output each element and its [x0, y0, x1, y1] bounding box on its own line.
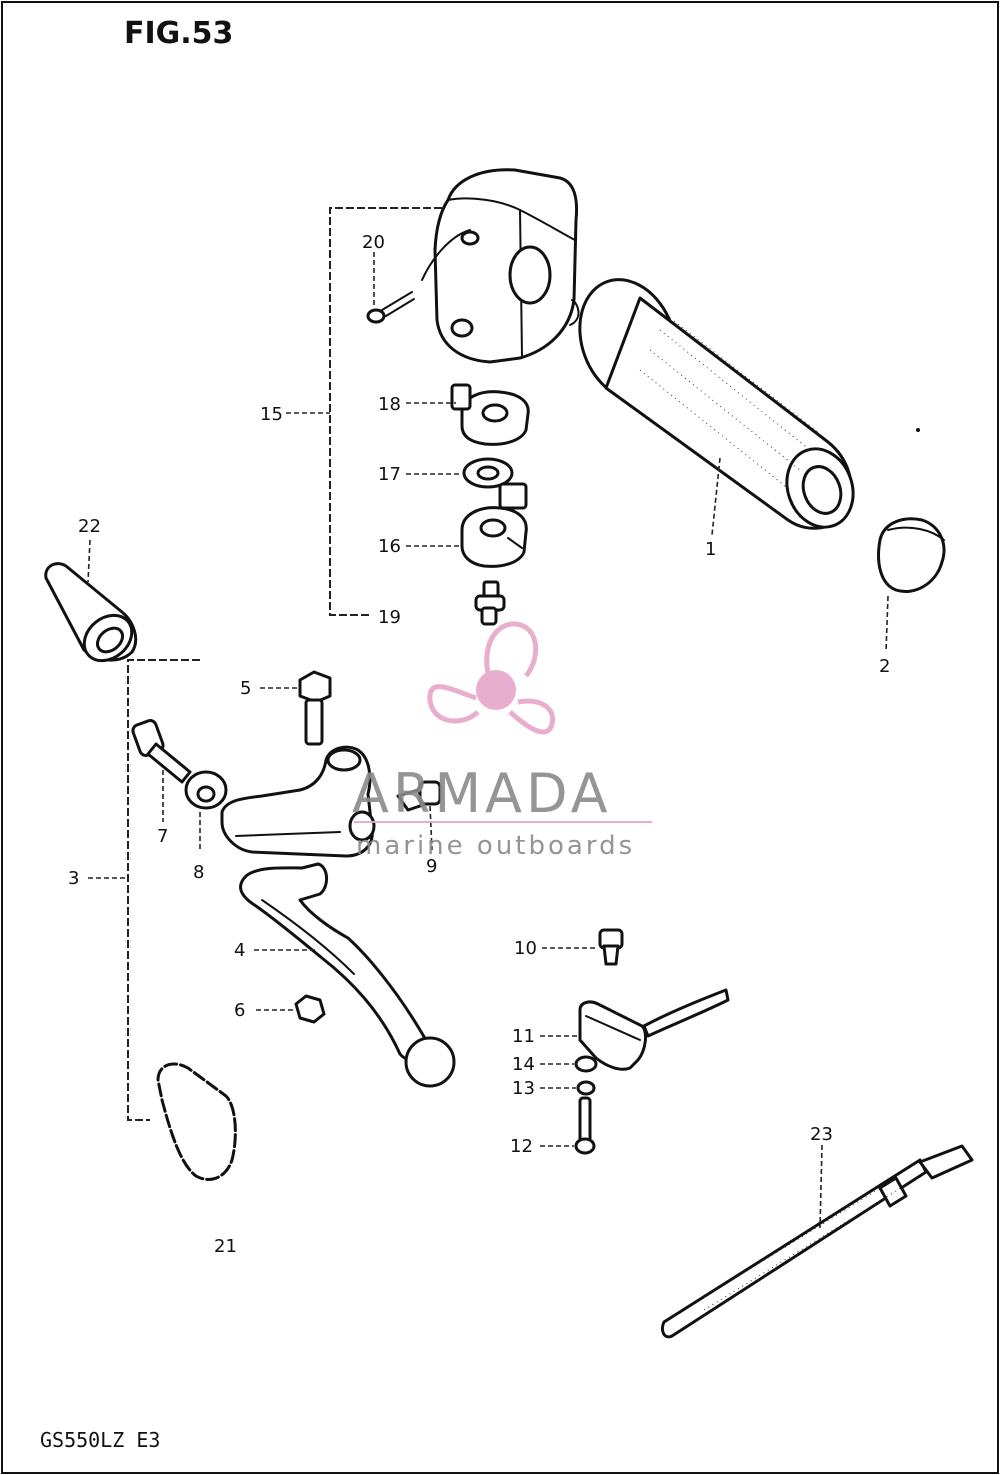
- callout-5: 5: [240, 678, 251, 699]
- figure-title: FIG.53: [124, 16, 233, 51]
- callout-12: 12: [510, 1136, 533, 1157]
- callout-16: 16: [378, 536, 401, 557]
- leader-23: [819, 1144, 823, 1229]
- callout-18: 18: [378, 394, 401, 415]
- screw-10: [598, 928, 624, 966]
- grip-1: [578, 278, 855, 530]
- screw-19: [474, 580, 506, 626]
- cable-tie-23: [660, 1144, 974, 1339]
- callout-22: 22: [78, 516, 101, 537]
- watermark-tagline: marine outboards: [356, 831, 635, 861]
- screw-20: [366, 291, 415, 324]
- lever-holder: [220, 745, 376, 858]
- callout-23: 23: [810, 1124, 833, 1145]
- lever-4: [239, 862, 456, 1088]
- callout-1: 1: [705, 539, 716, 560]
- screw-9: [396, 780, 442, 812]
- callout-8: 8: [193, 862, 204, 883]
- callout-19: 19: [378, 607, 401, 628]
- callout-15: 15: [260, 404, 283, 425]
- part-16: [460, 482, 528, 568]
- watermark-brand: ARMADA: [352, 762, 612, 825]
- cover-21: [156, 1062, 237, 1181]
- bracket-15: [329, 207, 442, 616]
- bolt-7: [131, 719, 192, 784]
- callout-4: 4: [234, 940, 245, 961]
- washer-8-hole: [196, 785, 216, 803]
- washer-17-hole: [476, 465, 500, 481]
- callout-10: 10: [514, 938, 537, 959]
- model-code: GS550LZ E3: [40, 1428, 160, 1452]
- end-cap-2: [877, 517, 946, 593]
- speck: [916, 428, 920, 432]
- leader-2: [885, 595, 889, 653]
- nut-6: [294, 994, 326, 1024]
- callout-21: 21: [214, 1236, 237, 1257]
- watermark: ARMADA marine outboards: [352, 621, 652, 861]
- boot-22: [44, 562, 138, 663]
- callout-14: 14: [512, 1054, 535, 1075]
- switch-housing: [421, 168, 580, 364]
- callout-6: 6: [234, 1000, 245, 1021]
- leader-1: [711, 457, 721, 536]
- callout-11: 11: [512, 1026, 535, 1047]
- propeller-logo-icon: [427, 621, 556, 735]
- callout-2: 2: [879, 656, 890, 677]
- callout-9: 9: [426, 856, 437, 877]
- part-18: [450, 383, 530, 446]
- leader-9: [429, 805, 433, 851]
- callout-17: 17: [378, 464, 401, 485]
- switch-11: [578, 988, 730, 1071]
- bolt-5: [298, 670, 332, 746]
- washer-14: [574, 1055, 598, 1073]
- pin-12: [574, 1096, 596, 1155]
- callout-3: 3: [68, 868, 79, 889]
- callout-20: 20: [362, 232, 385, 253]
- bracket-3: [127, 659, 200, 1121]
- washer-13: [576, 1080, 596, 1096]
- callout-7: 7: [157, 826, 168, 847]
- callout-13: 13: [512, 1078, 535, 1099]
- leader-22: [87, 539, 91, 583]
